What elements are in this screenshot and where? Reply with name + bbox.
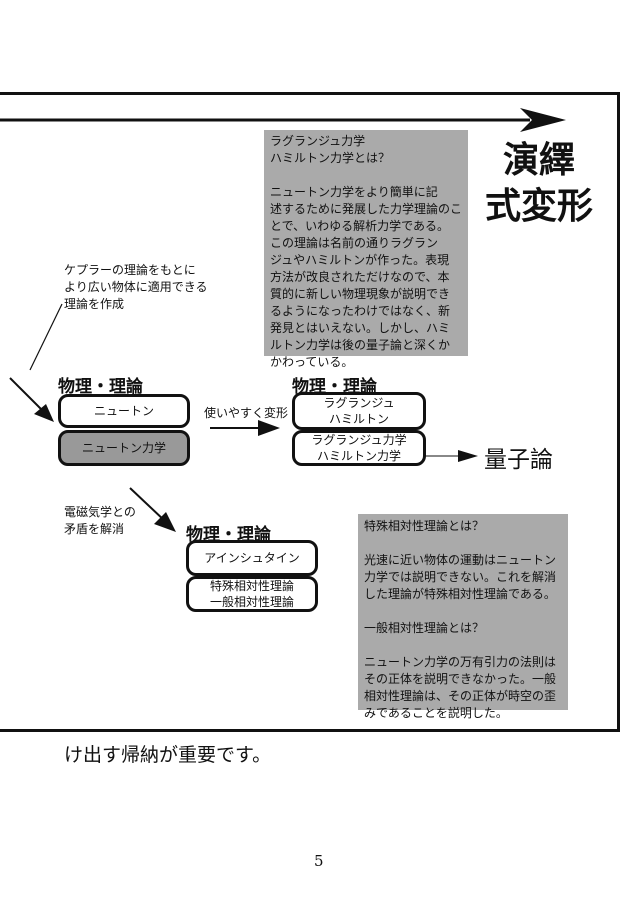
quantum-label: 量子論	[484, 447, 553, 473]
quantum-arrow-head	[458, 450, 478, 462]
electromagnetism-note: 電磁気学との 矛盾を解消	[64, 505, 136, 536]
kepler-arrow-line	[9, 377, 47, 415]
diagram-title: 演繹 式変形	[484, 140, 593, 227]
einstein-theory-node: 特殊相対性理論 一般相対性理論	[186, 576, 318, 612]
kepler-note: ケプラーの理論をもとに より広い物体に適用できる 理論を作成	[64, 263, 208, 311]
newton-group-label: 物理・理論	[58, 377, 143, 397]
page-number: 5	[314, 852, 324, 870]
electromagnetism-arrow-line	[129, 487, 167, 523]
deduction-arrow-head	[520, 108, 566, 132]
einstein-person-node: アインシュタイン	[186, 540, 318, 576]
kepler-arrow-head	[34, 404, 54, 422]
newton-person-node: ニュートン	[58, 394, 190, 428]
footer-text: け出す帰納が重要です。	[64, 744, 272, 766]
easier-arrow-head	[258, 420, 280, 436]
kepler-pointer-line	[29, 303, 63, 371]
hamilton-note: ラグランジュ力学 ハミルトン力学とは？ ニュートン力学をより簡単に記 述するため…	[264, 130, 468, 369]
lagrange-person-node: ラグランジュ ハミルトン	[292, 392, 426, 430]
newton-theory-node: ニュートン力学	[58, 430, 190, 466]
electromagnetism-arrow-head	[154, 512, 176, 532]
diagram-frame	[0, 92, 620, 732]
relativity-note: 特殊相対性理論とは？ 光速に近い物体の運動はニュートン 力学では説明できない。こ…	[358, 514, 568, 720]
lagrange-theory-node: ラグランジュ力学 ハミルトン力学	[292, 430, 426, 466]
easier-edge-label: 使いやすく変形	[204, 406, 289, 420]
